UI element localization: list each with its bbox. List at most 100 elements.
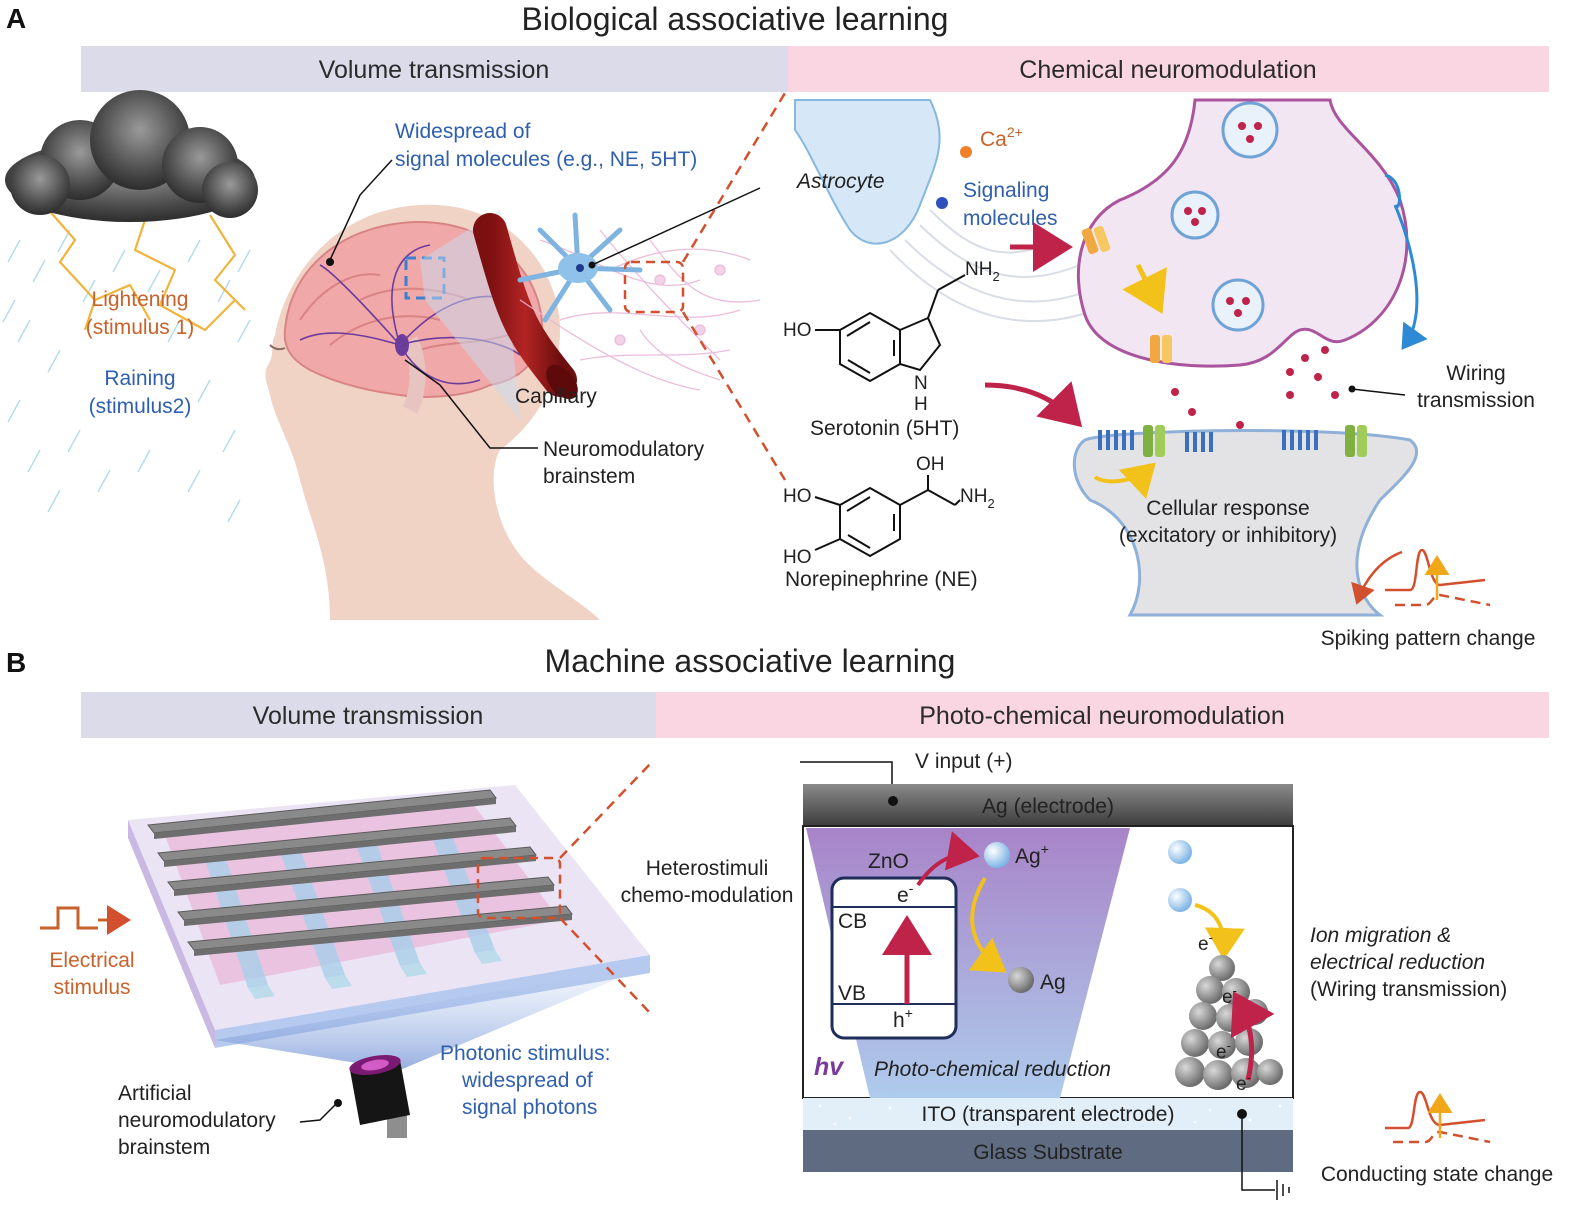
wiring-leader-dot (1348, 385, 1356, 393)
ag-ion-label: Ag+ (1015, 841, 1049, 868)
calcium-label-sup: 2+ (1007, 124, 1023, 140)
electron-label-base: e (897, 884, 909, 907)
widespread-label-1: Widespread of (395, 120, 531, 143)
ito-layer (803, 1098, 1293, 1130)
wiring-label-1: Wiring (1446, 362, 1506, 385)
astrocyte-leader (591, 187, 761, 266)
artificial-label-1: Artificial (118, 1082, 192, 1105)
action-potential-arrow (1384, 173, 1428, 350)
widespread-leader (329, 159, 393, 261)
panel-a-title: Biological associative learning (522, 1, 949, 37)
ion-migrating-sphere (1168, 888, 1192, 912)
ag-atom-sphere (1008, 967, 1034, 993)
photo-reduction-label: Photo-chemical reduction (874, 1058, 1111, 1081)
cellular-label-2: (excitatory or inhibitory) (1119, 524, 1337, 547)
zoom-box-a (623, 260, 685, 314)
glass-label: Glass Substrate (973, 1141, 1122, 1164)
ion-label-2: electrical reduction (1310, 951, 1485, 974)
norepinephrine-structure (814, 475, 961, 558)
cellular-label-1: Cellular response (1146, 497, 1309, 520)
zoom-line-top-b (559, 761, 653, 859)
filament-e-4-base: e (1236, 1074, 1247, 1095)
ne-ho-2: HO (783, 547, 812, 568)
electrical-label-1: Electrical (49, 949, 134, 972)
filament-e-2-base: e (1222, 987, 1233, 1008)
ito-label: ITO (transparent electrode) (922, 1103, 1175, 1126)
photonic-label-2: widespread of (461, 1069, 593, 1092)
ag-electrode-layer (803, 784, 1293, 826)
photonic-label-3: signal photons (462, 1096, 597, 1119)
migration-arrow (1194, 903, 1245, 960)
electron-label: e- (897, 880, 914, 907)
band-photo-chemical-neuromodulation (656, 692, 1549, 738)
artificial-leader (299, 1104, 336, 1123)
ne-ho-1: HO (783, 486, 812, 507)
panel-a-letter: A (6, 3, 26, 34)
spiking-pattern-icon (1351, 548, 1491, 607)
ne-oh: OH (916, 454, 945, 475)
band-right-label-b: Photo-chemical neuromodulation (919, 702, 1285, 730)
raining-label-2: (stimulus2) (89, 395, 192, 418)
ion-label-1: Ion migration & (1310, 924, 1451, 947)
signaling-label-1: Signaling (963, 179, 1049, 202)
electron-transfer-arrow (916, 831, 980, 887)
neuromodulatory-label-2: brainstem (543, 465, 635, 488)
band-right-label-a: Chemical neuromodulation (1019, 56, 1316, 84)
serotonin-structure (815, 274, 966, 383)
ion-top-sphere (1168, 840, 1192, 864)
hv-label: hv (814, 1053, 845, 1081)
crossbar-array-device (128, 785, 650, 1048)
cb-label: CB (838, 910, 867, 933)
ne-label: Norepinephrine (NE) (785, 568, 978, 591)
filament-e-2: e- (1222, 983, 1237, 1008)
filament-e-3-sup: - (1227, 1038, 1231, 1053)
electron-flow-arrow (1230, 991, 1275, 1081)
arrow-to-synapse-bottom (984, 381, 1083, 428)
ag-ion-label-base: Ag (1015, 845, 1041, 868)
hole-label: h+ (893, 1005, 913, 1032)
lightning-bolts (39, 199, 246, 332)
ion-label-3: (Wiring transmission) (1310, 978, 1507, 1001)
v-input-contact (888, 796, 898, 806)
lightening-label-1: Lightening (92, 288, 189, 311)
filament-e-3-base: e (1216, 1042, 1227, 1063)
reduction-arrow (968, 876, 1007, 973)
zno-label: ZnO (868, 850, 909, 873)
vb-label: VB (838, 982, 866, 1005)
conducting-label: Conducting state change (1321, 1163, 1553, 1186)
ne-nh2: NH2 (960, 486, 995, 511)
ground-wire (1241, 1114, 1275, 1191)
serotonin-h: H (914, 394, 928, 415)
receptor-mid (1150, 335, 1172, 363)
hetero-label-2: chemo-modulation (621, 884, 794, 907)
glass-substrate-layer (803, 1130, 1293, 1172)
ito-speckle (818, 1104, 1282, 1126)
astrocyte-label: Astrocyte (795, 170, 885, 193)
band-left-label-b: Volume transmission (253, 702, 484, 730)
zoom-line-top-a (681, 92, 787, 263)
astrocyte-blob (794, 99, 941, 245)
zoom-box-b (476, 856, 562, 920)
ag-electrode-label: Ag (electrode) (982, 795, 1114, 818)
ag-ion-sphere (984, 842, 1010, 868)
electrical-label-2: stimulus (53, 976, 130, 999)
band-chemical-neuromodulation (788, 46, 1549, 92)
panel-b-letter: B (6, 647, 26, 678)
widespread-leader-dot (326, 258, 334, 266)
filament-e-4: e- (1236, 1070, 1251, 1095)
neuromodulatory-leader (404, 359, 538, 449)
receptor-top (1081, 225, 1111, 255)
filament-e-4-sup: - (1247, 1070, 1251, 1085)
signaling-label-2: molecules (963, 207, 1058, 230)
capillary-label: Capillary (515, 385, 597, 408)
ne-nh2-sub: 2 (987, 496, 994, 511)
filament-e-1-sup: - (1209, 930, 1213, 945)
lightening-label-2: (stimulus 1) (86, 316, 195, 339)
calcium-dot (960, 146, 972, 158)
ne-nh2-base: NH (960, 486, 987, 507)
ag-ion-label-sup: + (1041, 841, 1049, 857)
hetero-label-1: Heterostimuli (646, 857, 769, 880)
arrow-yellow-presynaptic (1122, 263, 1167, 314)
electron-label-sup: - (909, 880, 914, 896)
wiring-label-2: transmission (1417, 389, 1535, 412)
